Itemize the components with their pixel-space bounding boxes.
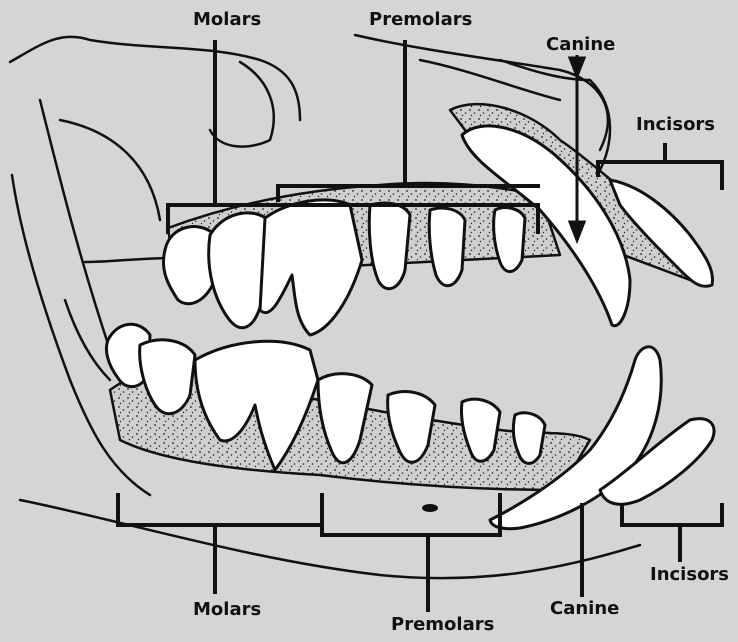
label-upper-canine: Canine: [546, 34, 615, 55]
label-upper-incisors: Incisors: [636, 114, 715, 135]
lower-incisors-bracket: [622, 505, 722, 525]
upper-premolar-3: [369, 203, 410, 289]
label-lower-incisors: Incisors: [650, 564, 729, 585]
label-upper-premolars: Premolars: [369, 9, 472, 30]
upper-carnassial: [260, 200, 362, 335]
upper-premolar-1: [494, 208, 525, 272]
lower-premolars-bracket: [322, 495, 500, 535]
lower-premolar-1: [513, 413, 545, 464]
upper-premolar-2: [429, 208, 465, 286]
mental-foramen: [422, 504, 438, 512]
label-lower-premolars: Premolars: [391, 614, 494, 635]
label-upper-molars: Molars: [193, 9, 261, 30]
brackets: [118, 42, 722, 610]
label-lower-canine: Canine: [550, 598, 619, 619]
label-lower-molars: Molars: [193, 599, 261, 620]
lower-molars-bracket: [118, 495, 322, 525]
